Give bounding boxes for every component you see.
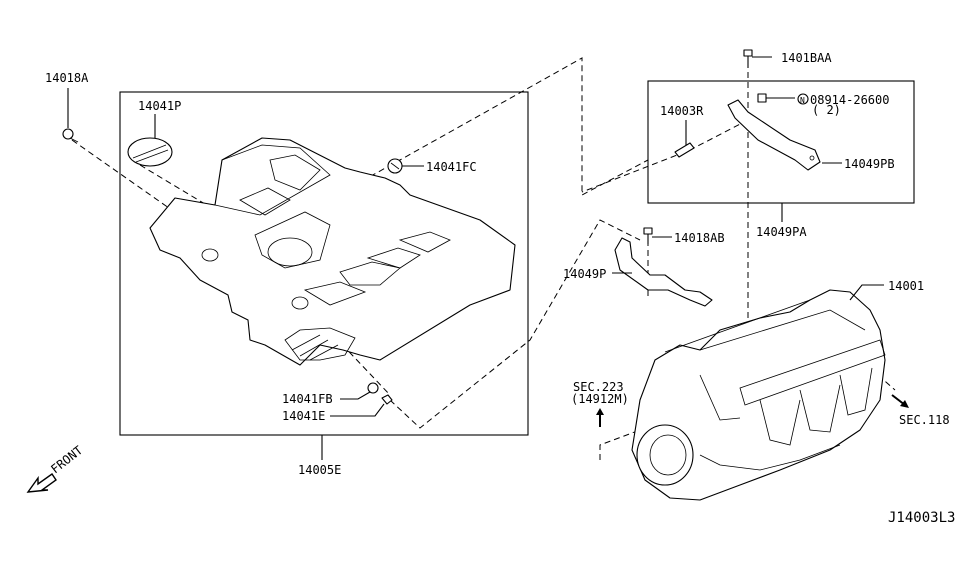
diagram-code: J14003L3 [888, 510, 955, 526]
label-14005E[interactable]: 14005E [298, 463, 341, 477]
bracket-group-box [647, 80, 915, 204]
bracket-14049PB[interactable] [727, 99, 821, 171]
engine-cover-part[interactable] [149, 137, 516, 366]
grommet-14041FB[interactable] [367, 382, 379, 394]
label-sec223[interactable]: SEC.223 [573, 380, 624, 394]
label-14018A[interactable]: 14018A [45, 71, 89, 85]
nut-08914-26600[interactable] [757, 93, 767, 103]
n-marker-icon [797, 93, 809, 105]
front-arrow-icon [26, 473, 57, 493]
arrow-down-right-icon [891, 394, 909, 408]
label-14001[interactable]: 14001 [888, 279, 924, 293]
engine-cover-group-box [119, 91, 529, 436]
bolt-14018AB[interactable] [643, 227, 653, 244]
pipe-14003R[interactable] [674, 142, 695, 158]
label-14049PA[interactable]: 14049PA [756, 225, 807, 239]
label-sec118[interactable]: SEC.118 [899, 413, 950, 427]
leader-14001 [849, 284, 884, 301]
label-14003R[interactable]: 14003R [660, 104, 704, 118]
label-14049P[interactable]: 14049P [563, 267, 606, 281]
label-1401BAA[interactable]: 1401BAA [781, 51, 832, 65]
label-14041P[interactable]: 14041P [138, 99, 181, 113]
grommet-14041FC[interactable] [387, 158, 403, 174]
label-14041E[interactable]: 14041E [282, 409, 325, 423]
bolt-14018A[interactable] [62, 128, 79, 143]
n-marker-letter: N [800, 96, 805, 105]
clip-14041E[interactable] [381, 394, 393, 405]
label-14049PB[interactable]: 14049PB [844, 157, 895, 171]
label-08914-26600[interactable]: 08914-26600 [810, 93, 889, 107]
oil-filler-cap-14041P[interactable] [127, 137, 173, 167]
label-14018AB[interactable]: 14018AB [674, 231, 725, 245]
bracket-14049P[interactable] [614, 237, 713, 307]
leader-14041E [330, 403, 385, 417]
bolt-1401BAA[interactable] [743, 49, 753, 68]
label-08914-qty: ( 2) [812, 103, 841, 117]
label-14041FB[interactable]: 14041FB [282, 392, 333, 406]
arrow-up-icon [596, 408, 604, 427]
label-sec223-part[interactable]: (14912M) [571, 392, 629, 406]
label-14041FC[interactable]: 14041FC [426, 160, 477, 174]
intake-manifold-14001[interactable] [631, 289, 886, 501]
front-label: FRONT [48, 443, 85, 476]
leader-14041FB [340, 391, 371, 400]
